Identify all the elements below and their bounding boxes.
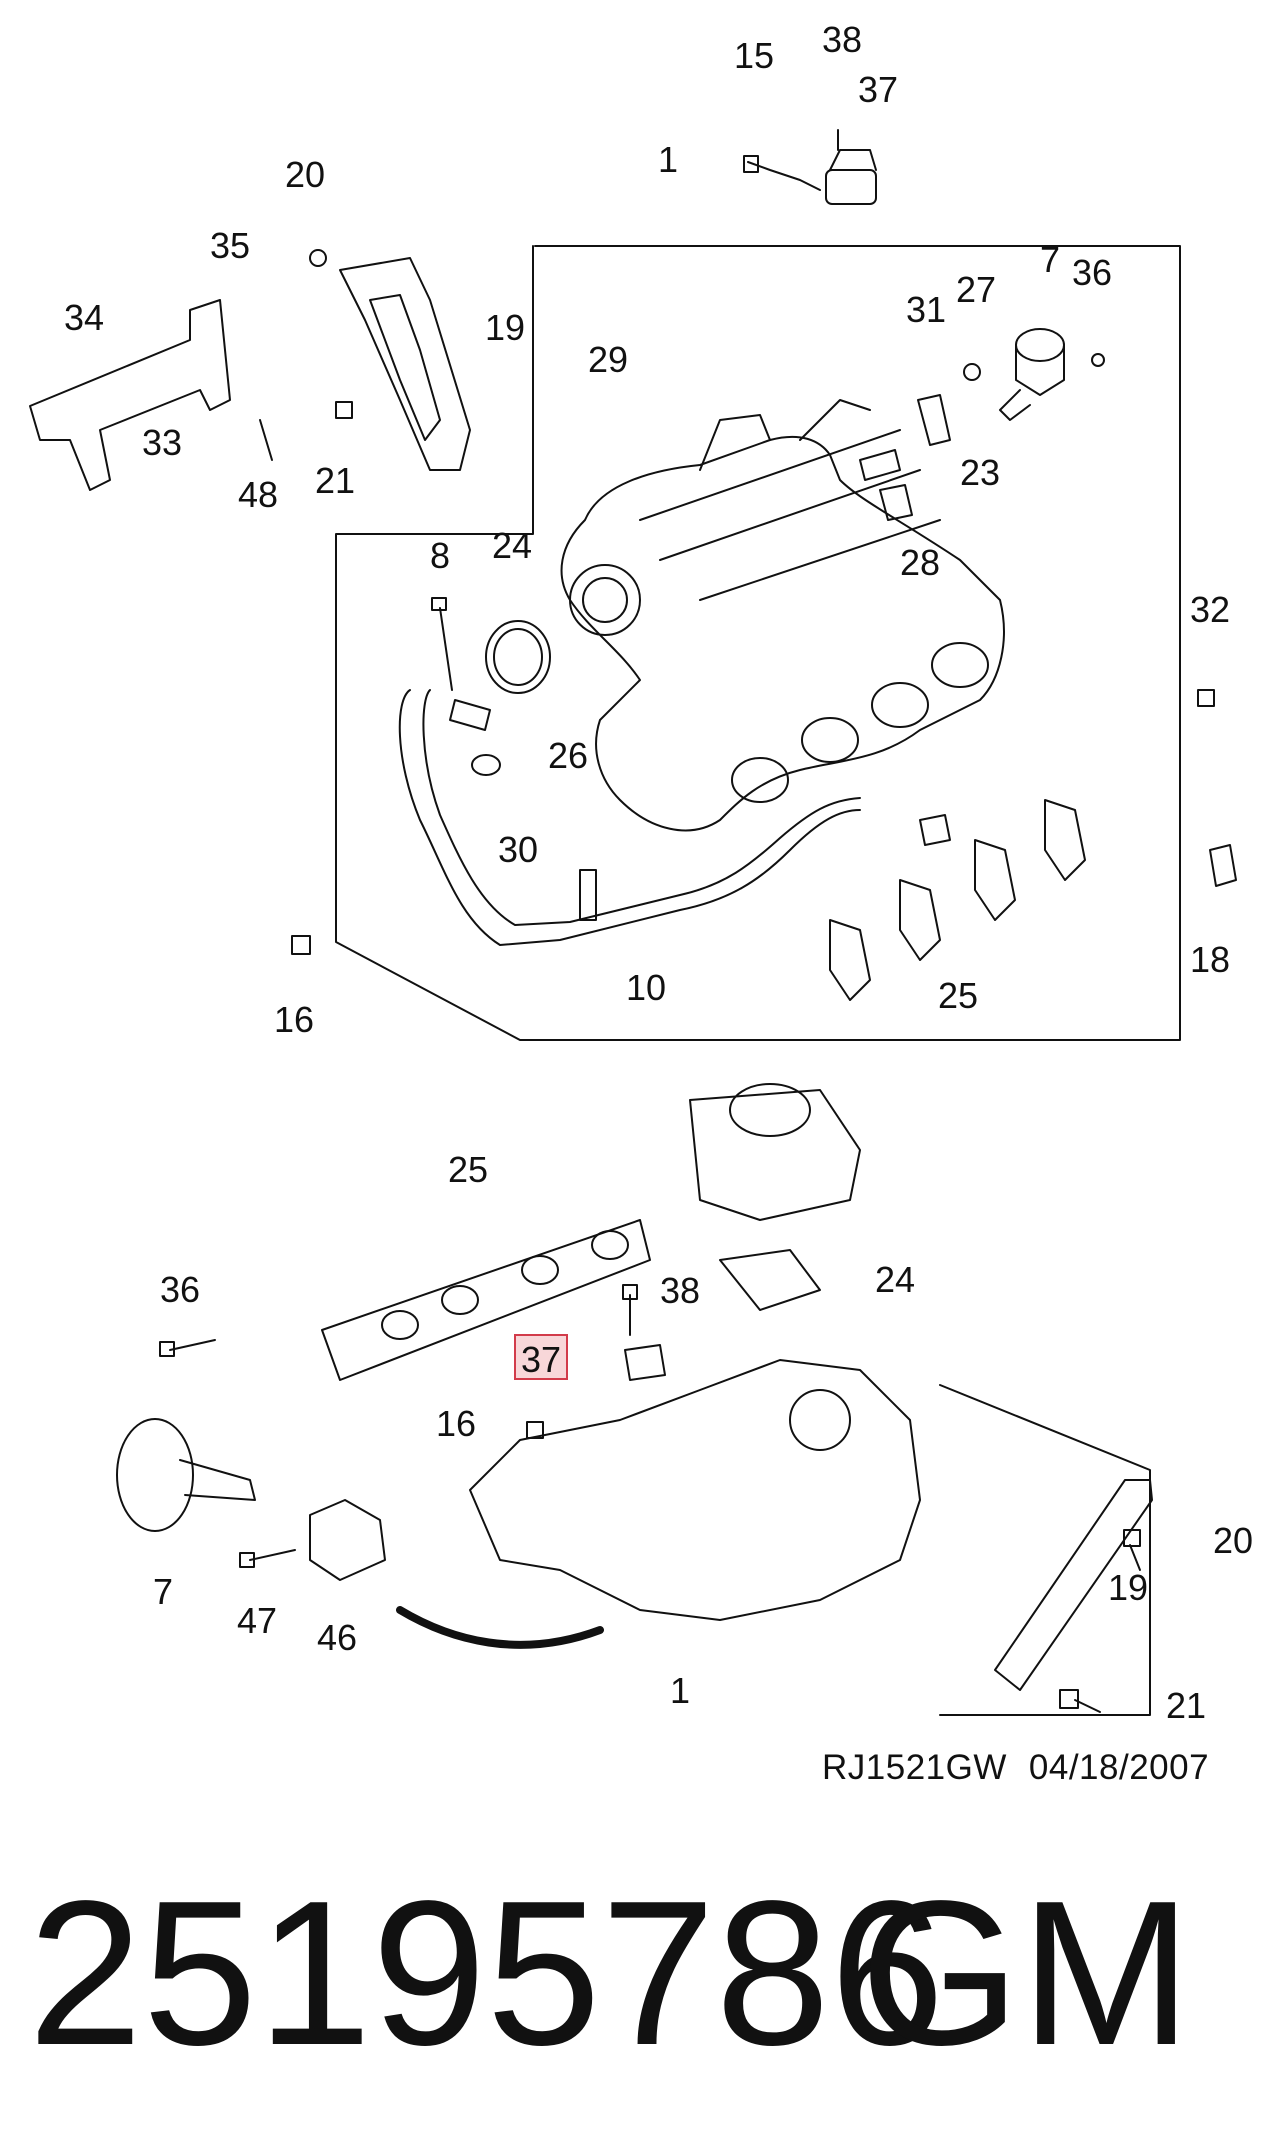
upper-callout-8: 8 <box>430 535 450 576</box>
upper-callout-16: 16 <box>274 999 314 1040</box>
sensor-23 <box>859 449 901 481</box>
bracket-19-upper <box>309 249 471 471</box>
lower-callout-16: 16 <box>436 1403 476 1444</box>
upper-callout-26: 26 <box>548 735 588 776</box>
lower-callout-19: 19 <box>1108 1567 1148 1608</box>
bracket-31 <box>917 363 981 446</box>
nut-16-upper <box>291 935 311 955</box>
lower-callout-25: 25 <box>448 1149 488 1190</box>
bracket-33 <box>29 299 273 491</box>
lower-callout-21: 21 <box>1166 1685 1206 1726</box>
drawing-reference: RJ1521GW 04/18/2007 <box>822 1748 1231 1788</box>
upper-callout-29: 29 <box>588 339 628 380</box>
lower-callout-1: 1 <box>670 1670 690 1711</box>
nut-16-lower <box>526 1421 544 1439</box>
throttle-body <box>689 1083 861 1221</box>
lower-frame <box>939 1384 1151 1716</box>
upper-callout-31: 31 <box>906 289 946 330</box>
upper-callout-24: 24 <box>492 525 532 566</box>
upper-callout-38: 38 <box>822 19 862 60</box>
gaskets-25-upper <box>829 799 1086 1001</box>
upper-callout-21: 21 <box>315 460 355 501</box>
drawing-date: 04/18/2007 <box>1028 1748 1210 1787</box>
bolt-47 <box>239 1549 296 1568</box>
nut-32 <box>1197 689 1215 707</box>
upper-callout-15: 15 <box>734 35 774 76</box>
highlight-box <box>514 1334 568 1380</box>
lower-callout-20: 20 <box>1213 1520 1253 1561</box>
gasket-24-upper <box>485 620 551 694</box>
clip-28 <box>879 484 913 521</box>
bolt-21-lower <box>1059 1689 1101 1713</box>
upper-callout-1: 1 <box>658 139 678 180</box>
lower-callout-7: 7 <box>153 1571 173 1612</box>
upper-callout-28: 28 <box>900 542 940 583</box>
lower-callout-36: 36 <box>160 1269 200 1310</box>
gasket-24-lower <box>719 1249 821 1311</box>
bolt-15 <box>743 155 821 191</box>
upper-callout-18: 18 <box>1190 939 1230 980</box>
upper-callout-36: 36 <box>1072 252 1112 293</box>
sensor-37-upper <box>825 129 877 205</box>
upper-callout-23: 23 <box>960 452 1000 493</box>
upper-callout-20: 20 <box>285 154 325 195</box>
upper-callout-37: 37 <box>858 69 898 110</box>
lower-callout-24: 24 <box>875 1259 915 1300</box>
upper-callout-48: 48 <box>238 474 278 515</box>
upper-assembly-frame <box>335 245 1181 1041</box>
upper-callout-33: 33 <box>142 422 182 463</box>
upper-callout-32: 32 <box>1190 589 1230 630</box>
manufacturer: GM <box>860 1858 1192 2088</box>
upper-callout-34: 34 <box>64 297 104 338</box>
lower-callout-38: 38 <box>660 1270 700 1311</box>
bolt-36-lower <box>159 1339 216 1357</box>
upper-callout-10: 10 <box>626 967 666 1008</box>
upper-callout-25: 25 <box>938 975 978 1016</box>
part-number: 25195786 <box>28 1858 945 2088</box>
upper-callout-27: 27 <box>956 269 996 310</box>
upper-callout-19: 19 <box>485 307 525 348</box>
bracket-18 <box>1209 844 1237 887</box>
screw-8 <box>431 597 453 691</box>
lower-callout-47: 47 <box>237 1600 277 1641</box>
upper-callout-35: 35 <box>210 225 250 266</box>
bolt-38-lower <box>622 1284 638 1336</box>
gasket-25-lower <box>321 1219 651 1381</box>
pipe-10 <box>398 689 861 946</box>
lower-callout-37: 37 <box>521 1339 561 1380</box>
vacuum-actuator-7-lower <box>116 1418 256 1532</box>
sensor-37-lower <box>624 1344 666 1381</box>
lower-callout-46: 46 <box>317 1617 357 1658</box>
drawing-code: RJ1521GW <box>822 1748 1007 1787</box>
lower-intake-manifold <box>469 1359 921 1621</box>
upper-callout-30: 30 <box>498 829 538 870</box>
vacuum-actuator-7-upper <box>999 328 1105 421</box>
solenoid-46 <box>309 1499 386 1581</box>
upper-intake-manifold <box>560 399 1005 832</box>
direction-arrow <box>396 1606 604 1649</box>
upper-callout-7: 7 <box>1040 239 1060 280</box>
